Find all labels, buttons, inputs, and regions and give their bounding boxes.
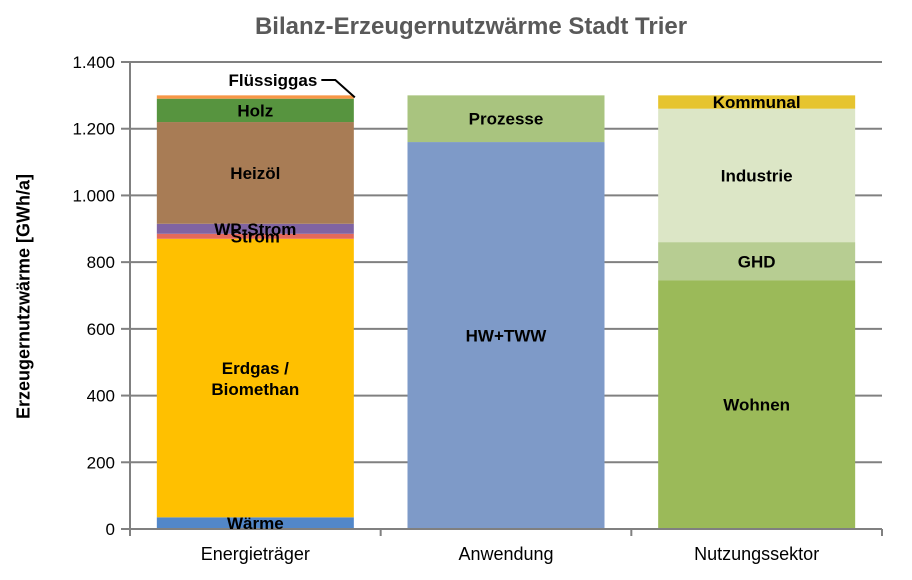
category-label-Energieträger: Energieträger	[201, 544, 310, 564]
bar-segment-Prozesse	[407, 95, 605, 143]
bar-segment-Strom	[156, 233, 354, 239]
y-tick-label: 400	[87, 387, 115, 406]
segment-label-WP-Strom: WP-Strom	[214, 220, 296, 239]
y-tick-label: 1.400	[72, 53, 115, 72]
bar-segment-Industrie	[658, 108, 856, 243]
bar-segment-Wärme	[156, 517, 354, 529]
bar-segment-Erdgas / Biomethan	[156, 238, 354, 518]
y-tick-label: 0	[106, 520, 115, 539]
category-label-Nutzungssektor: Nutzungssektor	[694, 544, 819, 564]
callout-leader-line	[321, 79, 356, 99]
bar-segment-HW+TWW	[407, 142, 605, 530]
y-tick-label: 600	[87, 320, 115, 339]
y-tick-label: 1.200	[72, 120, 115, 139]
bar-Nutzungssektor	[658, 95, 856, 529]
bar-segment-Wohnen	[658, 280, 856, 529]
category-label-Anwendung: Anwendung	[458, 544, 553, 564]
chart-title: Bilanz-Erzeugernutzwärme Stadt Trier	[254, 13, 688, 40]
bar-segment-Holz	[156, 98, 354, 123]
segment-label-Prozesse: Prozesse	[469, 110, 544, 129]
bar-segment-WP-Strom	[156, 223, 354, 234]
y-tick-label: 800	[87, 253, 115, 272]
y-tick-label: 1.000	[72, 186, 115, 205]
segment-label-Kommunal: Kommunal	[713, 93, 801, 112]
segment-label-Wärme: Wärme	[227, 514, 284, 533]
bar-Anwendung	[407, 95, 605, 530]
bar-segment-Heizöl	[156, 122, 354, 224]
bar-Energieträger	[156, 95, 354, 529]
segment-label-Industrie: Industrie	[721, 166, 793, 185]
bar-segment-Kommunal	[658, 95, 856, 109]
segment-label-Holz: Holz	[237, 101, 273, 120]
segment-label-Erdgas / Biomethan: Erdgas /Biomethan	[211, 359, 299, 399]
bar-segment-Flüssiggas	[156, 95, 354, 99]
segment-label-HW+TWW: HW+TWW	[466, 327, 548, 346]
bar-segment-GHD	[658, 242, 856, 281]
segment-label-Wohnen: Wohnen	[723, 396, 790, 415]
segment-label-Heizöl: Heizöl	[230, 164, 280, 183]
segment-label-GHD: GHD	[738, 252, 776, 271]
segment-label-Strom: Strom	[231, 227, 280, 246]
y-tick-label: 200	[87, 453, 115, 472]
callout-label-Flüssiggas: Flüssiggas	[229, 71, 318, 90]
